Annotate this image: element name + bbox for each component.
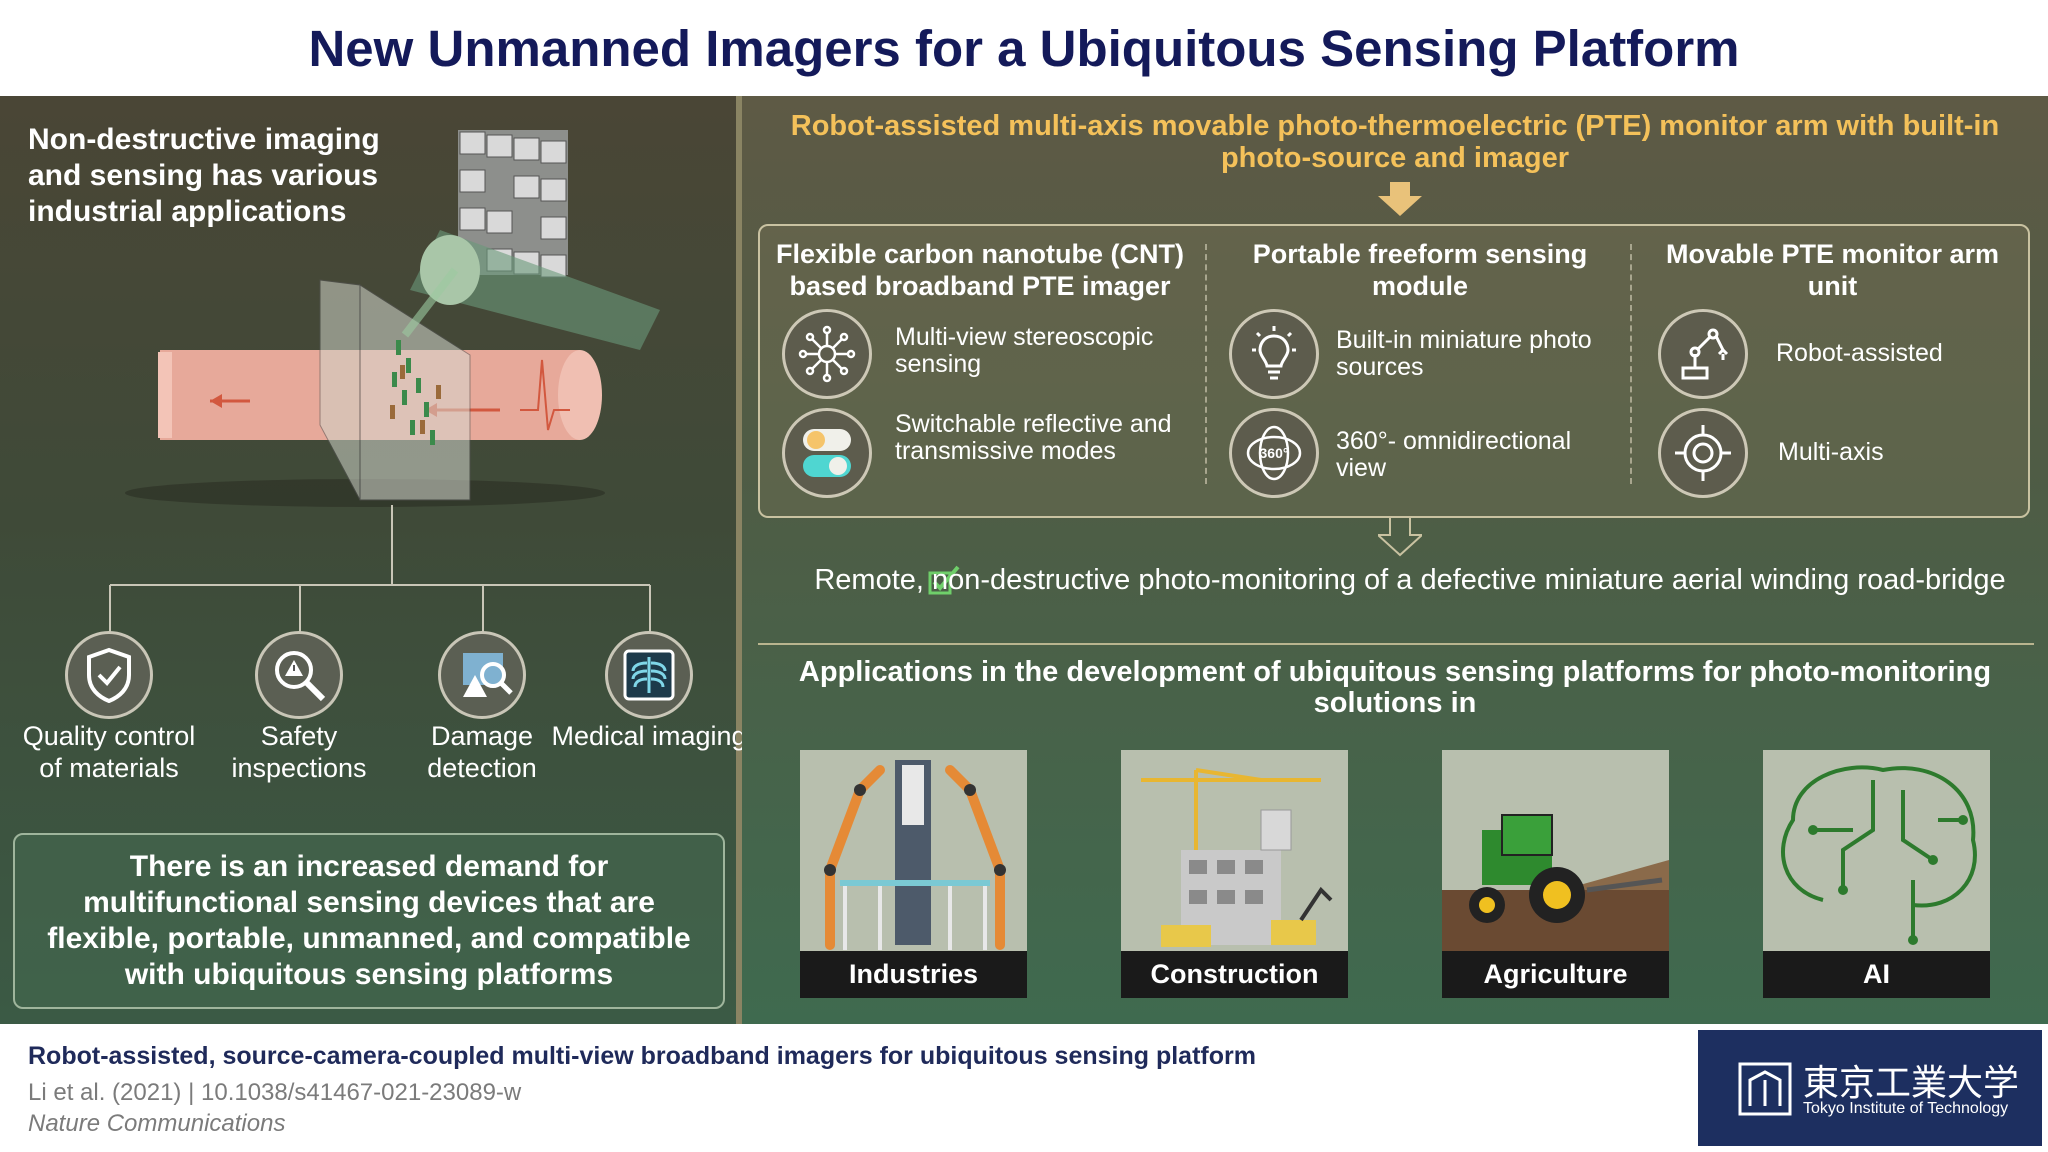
section-divider — [758, 643, 2034, 645]
tile-agriculture: Agriculture — [1442, 750, 1669, 998]
icon-label-safety: Safety inspections — [231, 721, 367, 783]
tile-label-agriculture: Agriculture — [1442, 951, 1669, 998]
rotate-360-badge: 360° — [1260, 445, 1289, 461]
shield-check-icon — [65, 631, 153, 719]
panel-divider — [736, 96, 742, 1024]
logo-emblem-icon — [1738, 1062, 1792, 1116]
industry-robot-illustration — [824, 760, 1006, 950]
crosshair-icon — [1658, 408, 1748, 498]
citation: Li et al. (2021) | 10.1038/s41467-021-23… — [28, 1079, 522, 1106]
journal: Nature Communications — [28, 1110, 286, 1137]
down-arrow-icon — [1378, 182, 1422, 216]
sensor-illustration — [125, 130, 660, 507]
column-title-cnt: Flexible carbon nanotube (CNT) based bro… — [775, 239, 1185, 301]
remote-monitoring-text: Remote, non-destructive photo-monitoring… — [814, 564, 2006, 596]
icon-label-quality: Quality control of materials — [22, 721, 196, 783]
tractor-illustration — [1442, 814, 1669, 951]
column-title-arm: Movable PTE monitor arm unit — [1665, 239, 2000, 301]
tile-label-construction: Construction — [1121, 951, 1348, 998]
left-heading: Non-destructive imaging and sensing has … — [28, 123, 380, 228]
features-panel — [758, 224, 2030, 518]
feature-multiview: Multi-view stereoscopic sensing — [895, 323, 1154, 378]
right-heading: Robot-assisted multi-axis movable photo-… — [790, 110, 2000, 174]
university-logo: 東京工業大学 Tokyo Institute of Technology — [1698, 1030, 2042, 1146]
network-icon — [782, 309, 872, 399]
robot-arm-icon — [1658, 309, 1748, 399]
logo-en: Tokyo Institute of Technology — [1803, 1100, 2009, 1117]
magnifier-warning-icon — [255, 631, 343, 719]
demand-box: There is an increased demand for multifu… — [13, 833, 725, 1009]
checkbox-checked-icon — [928, 565, 960, 595]
tile-construction: Construction — [1121, 750, 1348, 998]
feature-switchable: Switchable reflective and transmissive m… — [895, 410, 1172, 465]
icon-label-damage: Damage detection — [427, 721, 537, 783]
column-divider — [1205, 244, 1207, 484]
feature-multi-axis: Multi-axis — [1778, 438, 1884, 466]
xray-icon — [605, 631, 693, 719]
applications-heading: Applications in the development of ubiqu… — [798, 656, 1992, 719]
lightbulb-icon — [1229, 309, 1319, 399]
construction-illustration — [1141, 768, 1333, 947]
down-arrow-icon — [1378, 517, 1422, 557]
tile-industries: Industries — [800, 750, 1027, 998]
toggle-icon — [782, 408, 872, 498]
tile-label-industries: Industries — [800, 951, 1027, 998]
circuit-brain-illustration — [1781, 765, 1977, 945]
tile-label-ai: AI — [1763, 951, 1990, 998]
column-title-portable: Portable freeform sensing module — [1252, 239, 1588, 301]
icon-label-medical: Medical imaging — [551, 721, 747, 751]
paper-title: Robot-assisted, source-camera-coupled mu… — [28, 1042, 1256, 1070]
page-title: New Unmanned Imagers for a Ubiquitous Se… — [308, 19, 1740, 77]
feature-photo-sources: Built-in miniature photo sources — [1336, 326, 1592, 381]
connector-lines — [109, 505, 651, 633]
damage-search-icon — [438, 631, 526, 719]
rotate-360-icon: 360° — [1229, 408, 1319, 498]
feature-omnidirectional: 360°- omnidirectional view — [1336, 427, 1572, 482]
column-divider — [1630, 244, 1632, 484]
feature-robot-assisted: Robot-assisted — [1776, 339, 1943, 367]
tile-ai: AI — [1763, 750, 1990, 998]
logo-jp: 東京工業大学 — [1803, 1063, 2020, 1104]
